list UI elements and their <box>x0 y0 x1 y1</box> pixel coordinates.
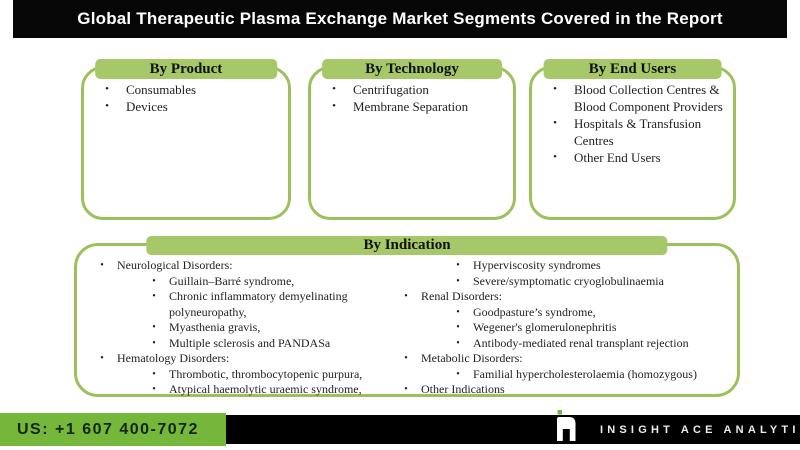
list-item: • Blood Collection Centres & Blood Compo… <box>536 81 725 115</box>
phone-banner: US: +1 607 400-7072 <box>0 413 226 446</box>
bullet-icon: • <box>404 384 408 395</box>
bullet-icon: • <box>456 337 460 349</box>
page-title: Global Therapeutic Plasma Exchange Marke… <box>77 9 723 28</box>
bullet-icon: • <box>456 322 460 333</box>
segment-box-title: By Product <box>149 60 223 77</box>
segment-box-by-end-users: By End Users • Blood Collection Centres … <box>529 59 736 220</box>
segment-box-by-end-users-list: • Blood Collection Centres & Blood Compo… <box>532 69 733 166</box>
bullet-icon: • <box>152 275 156 287</box>
indication-columns: • Neurological Disorders: • Guillain–Bar… <box>77 246 737 398</box>
segment-box-title: By Indication <box>363 237 451 253</box>
bullet-icon: • <box>332 83 336 95</box>
bullet-icon: • <box>100 260 104 271</box>
list-item: • Centrifugation <box>315 81 505 98</box>
bullet-icon: • <box>105 83 109 95</box>
list-item: • Familial hypercholesterolaemia (homozy… <box>443 367 727 383</box>
segment-box-title: By End Users <box>588 60 677 77</box>
list-item: • Hyperviscosity syndromes <box>443 258 727 274</box>
bullet-icon: • <box>404 353 408 364</box>
segment-box-by-indication: By Indication • Neurological Disorders: … <box>74 236 740 398</box>
list-item: • Other End Users <box>536 149 725 166</box>
segment-box-by-indication-header: By Indication <box>146 236 668 255</box>
indication-right-column: • Hyperviscosity syndromes • Severe/symp… <box>391 258 727 398</box>
list-item: • Neurological Disorders: <box>87 258 391 274</box>
bullet-icon: • <box>553 117 557 129</box>
list-item: • Consumables <box>88 81 280 98</box>
bullet-icon: • <box>553 151 557 163</box>
indication-left-column: • Neurological Disorders: • Guillain–Bar… <box>87 258 391 398</box>
list-item: • Myasthenia gravis, <box>139 320 391 336</box>
bullet-icon: • <box>332 100 336 112</box>
list-item: • Goodpasture’s syndrome, <box>443 305 727 321</box>
bullet-icon: • <box>152 368 156 380</box>
segment-box-by-product-header: By Product <box>95 59 277 79</box>
bullet-icon: • <box>456 368 460 380</box>
list-item: • Hospitals & Transfusion Centres <box>536 115 725 149</box>
list-item: • Atypical haemolytic uraemic syndrome, <box>139 382 391 398</box>
insight-ace-logo-icon <box>557 410 576 441</box>
bullet-icon: • <box>404 291 408 302</box>
list-item: • Hematology Disorders: <box>87 351 391 367</box>
list-item: • Wegener's glomerulonephritis <box>443 320 727 336</box>
segment-box-by-technology-header: By Technology <box>322 59 502 79</box>
list-item: • Guillain–Barré syndrome, <box>139 274 391 290</box>
bullet-icon: • <box>152 291 156 302</box>
segment-box-by-technology-list: • Centrifugation • Membrane Separation <box>311 69 513 115</box>
brand-name: INSIGHT ACE ANALYTIC <box>600 423 800 436</box>
list-item: • Thrombotic, thrombocytopenic purpura, <box>139 367 391 383</box>
list-item: • Membrane Separation <box>315 98 505 115</box>
bullet-icon: • <box>152 322 156 333</box>
list-item: • Renal Disorders: <box>391 289 727 305</box>
bullet-icon: • <box>152 384 156 395</box>
bullet-icon: • <box>152 337 156 349</box>
list-item: • Metabolic Disorders: <box>391 351 727 367</box>
brand-bar <box>226 415 800 444</box>
list-item: • Devices <box>88 98 280 115</box>
list-item: • Other Indications <box>391 382 727 398</box>
segment-box-by-product: By Product • Consumables • Devices <box>81 59 291 220</box>
segment-box-by-product-list: • Consumables • Devices <box>84 69 288 115</box>
bullet-icon: • <box>105 100 109 112</box>
bullet-icon: • <box>456 260 460 271</box>
segment-box-title: By Technology <box>365 60 459 77</box>
bullet-icon: • <box>456 275 460 287</box>
list-item: • Severe/symptomatic cryoglobulinaemia <box>443 274 727 290</box>
bullet-icon: • <box>456 306 460 318</box>
segment-box-by-end-users-header: By End Users <box>543 59 722 79</box>
list-item: • Antibody-mediated renal transplant rej… <box>443 336 727 352</box>
list-item: • Chronic inflammatory demyelinating pol… <box>139 289 391 320</box>
list-item: • Multiple sclerosis and PANDASa <box>139 336 391 352</box>
bullet-icon: • <box>100 353 104 364</box>
phone-number: US: +1 607 400-7072 <box>17 420 199 438</box>
title-banner: Global Therapeutic Plasma Exchange Marke… <box>13 0 787 38</box>
bullet-icon: • <box>553 83 557 95</box>
segment-box-by-technology: By Technology • Centrifugation • Membran… <box>308 59 516 220</box>
